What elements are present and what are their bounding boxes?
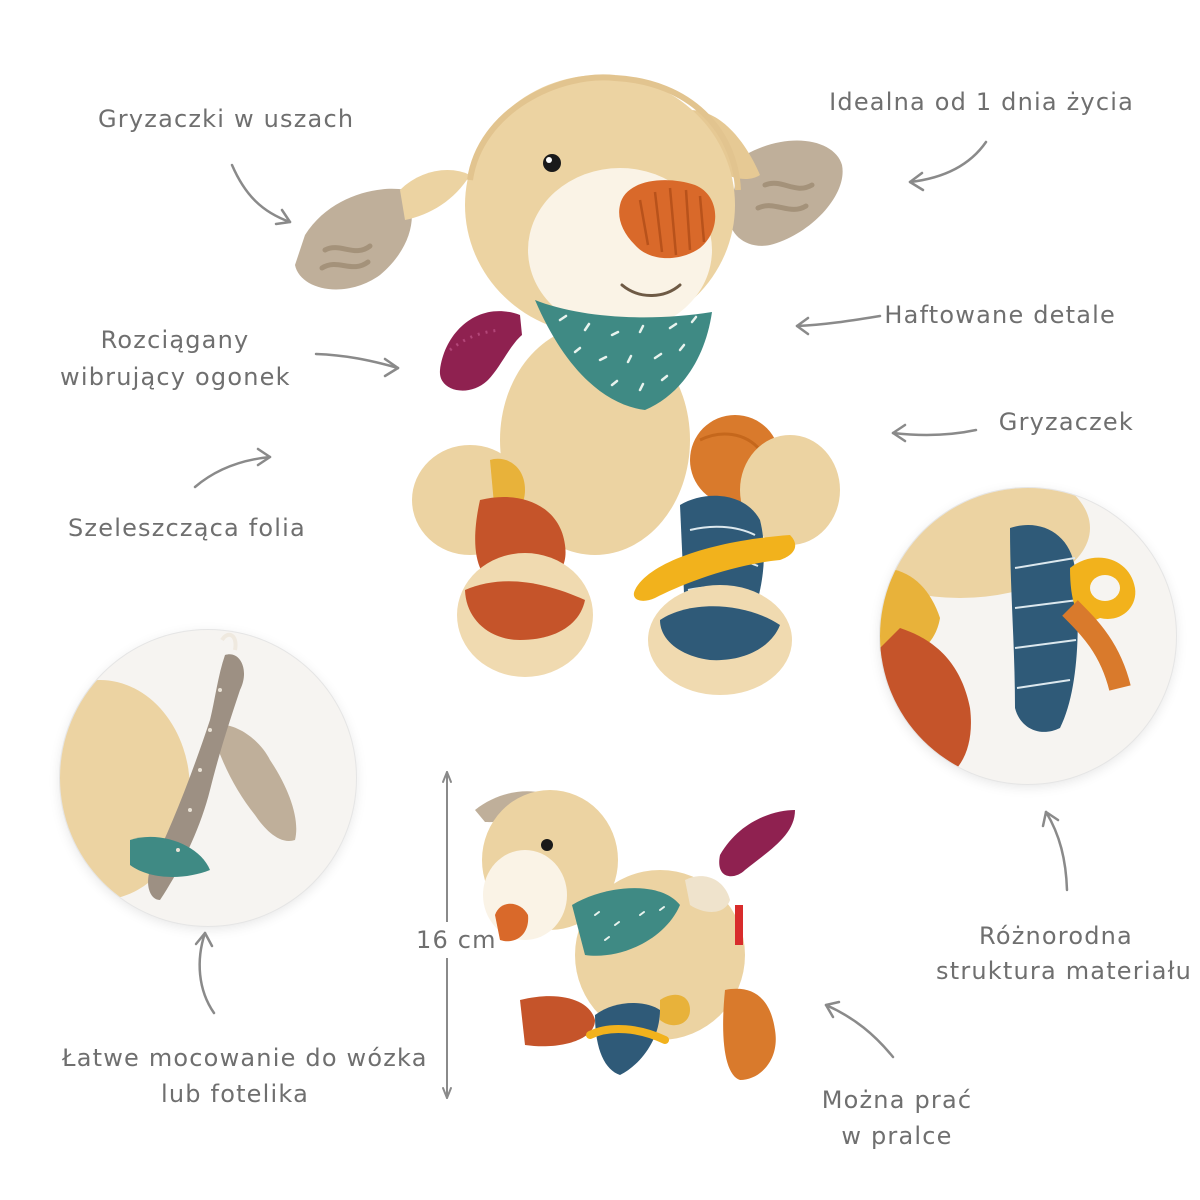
curved-arrow-icon (824, 1000, 895, 1059)
curved-arrow-icon (193, 447, 272, 489)
label-rustling-foil: Szeleszcząca folia (68, 514, 306, 542)
detail-circle-attachment (60, 630, 356, 926)
label-washable-line2: w pralce (841, 1122, 953, 1150)
label-from-day-one: Idealna od 1 dnia życia (829, 88, 1134, 116)
label-teether: Gryzaczek (998, 408, 1134, 436)
detail-circle-fabrics (880, 488, 1176, 784)
curved-arrow-icon (908, 140, 988, 192)
teether-ring (633, 535, 796, 601)
curved-arrow-icon (194, 931, 216, 1015)
curved-arrow-icon (891, 423, 978, 443)
label-height: 16 cm (416, 922, 496, 958)
label-fabrics-line2: struktura materiału (936, 957, 1193, 985)
curved-arrow-icon (314, 352, 400, 378)
label-ear-teethers: Gryzaczki w uszach (98, 105, 355, 133)
curved-arrow-icon (1041, 810, 1069, 892)
label-tail-line2: wibrujący ogonek (60, 363, 291, 391)
nose (619, 180, 716, 259)
label-stroller-line2: lub fotelika (161, 1080, 309, 1108)
right-ear-teether (729, 140, 843, 246)
label-washable-line1: Można prać (821, 1086, 973, 1114)
label-fabrics-line1: Różnorodna (979, 922, 1133, 950)
label-tail-line1: Rozciągany (100, 326, 250, 354)
curved-arrow-icon (795, 314, 882, 336)
curved-arrow-icon (230, 163, 292, 226)
label-stroller-line1: Łatwe mocowanie do wózka (62, 1044, 428, 1072)
label-embroidered-details: Haftowane detale (884, 301, 1116, 329)
tail-ribbon (439, 311, 522, 391)
bandana (535, 300, 712, 410)
